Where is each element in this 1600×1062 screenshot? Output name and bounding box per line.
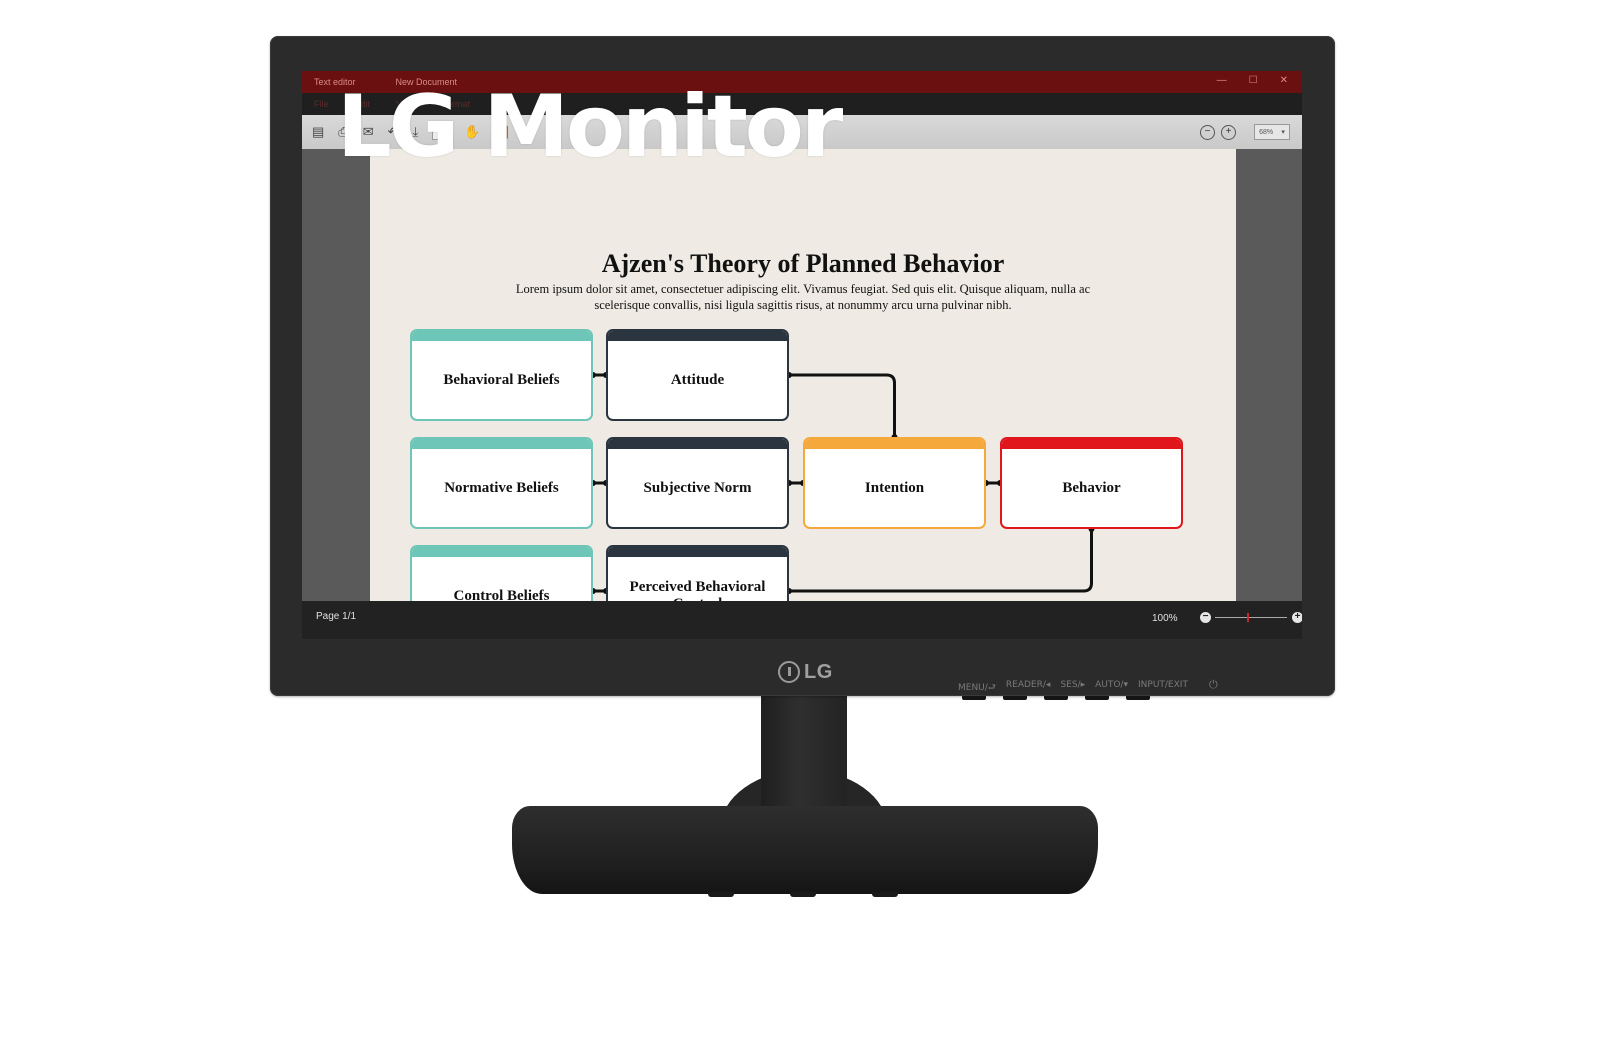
status-page: Page 1/1 (316, 611, 357, 622)
menu-file[interactable]: File (314, 99, 329, 109)
monitor-reader-label: READER/◂ (1005, 680, 1051, 690)
monitor-ses-button[interactable] (1044, 696, 1068, 700)
zoom-in-icon[interactable]: + (1221, 124, 1236, 140)
document-page: Ajzen's Theory of Planned Behavior Lorem… (370, 149, 1236, 637)
monitor-reader-button[interactable] (1003, 696, 1027, 700)
monitor-neck (761, 696, 847, 806)
zoom-slider-thumb[interactable] (1247, 613, 1250, 622)
menu-format[interactable]: Format (441, 99, 470, 109)
node-label: Attitude (670, 371, 725, 388)
node-label: Intention (864, 479, 925, 496)
lg-logo-text: LG (804, 660, 833, 683)
node-attitude: Attitude (606, 329, 789, 421)
mail-icon[interactable]: ✉ (362, 124, 374, 139)
node-subjective-norm: Subjective Norm (606, 437, 789, 529)
menu-edit[interactable]: Edit (354, 99, 371, 109)
monitor-menu-label: MENU/⮐ (958, 683, 996, 693)
document-title: Ajzen's Theory of Planned Behavior (601, 249, 1005, 278)
node-label: Behavior (1062, 479, 1121, 496)
power-icon: ⏻ (1209, 679, 1218, 691)
print-icon[interactable]: ⎙ (338, 124, 349, 139)
zoom-select[interactable]: 68% ▾ (1254, 124, 1290, 140)
zoom-out-button[interactable]: − (1200, 612, 1211, 623)
node-label: Normative Beliefs (444, 479, 559, 496)
app-name: Text editor (314, 77, 356, 87)
zoom-in-button[interactable]: + (1292, 612, 1302, 623)
edge-attitude-to-intention (789, 373, 896, 437)
page-number-field[interactable]: 1 (432, 124, 451, 140)
maximize-icon[interactable]: ☐ (1248, 75, 1258, 86)
node-behavior: Behavior (1000, 437, 1183, 529)
node-label: Subjective Norm (643, 479, 752, 496)
monitor-input-label: INPUT/EXIT (1138, 680, 1188, 690)
monitor-input-button[interactable] (1126, 696, 1150, 700)
lg-logo-icon (778, 661, 800, 683)
node-label: Control Beliefs (453, 587, 550, 604)
monitor-menu-button[interactable] (962, 696, 986, 700)
status-zoom: 100% (1152, 613, 1178, 624)
save-icon[interactable]: ▤ (312, 124, 325, 139)
zoom-slider[interactable] (1215, 617, 1287, 618)
lg-logo: LG (778, 659, 833, 685)
monitor-controls: MENU/⮐ READER/◂ SES/▸ AUTO/▾ INPUT/EXIT (958, 680, 1188, 696)
edge-perceived-behavioral-control-to-behavior (789, 529, 1093, 593)
document-name: New Document (395, 77, 458, 87)
monitor-base (512, 806, 1098, 894)
menu-bar: File Edit View Format Tools Help (302, 93, 1302, 115)
base-foot (790, 892, 816, 897)
clipboard-icon[interactable]: 📋 (494, 124, 511, 139)
node-intention: Intention (803, 437, 986, 529)
monitor-screen: Text editor New Document — ☐ ✕ File Edit… (302, 71, 1302, 639)
base-foot (708, 892, 734, 897)
menu-help[interactable]: Help (542, 99, 562, 109)
undo-icon[interactable]: ↶ (387, 124, 399, 139)
zoom-select-value: 68% (1259, 128, 1274, 136)
monitor-ses-label: SES/▸ (1060, 680, 1086, 690)
base-foot (872, 892, 898, 897)
zoom-out-icon[interactable]: − (1200, 124, 1215, 140)
node-normative-beliefs: Normative Beliefs (410, 437, 593, 529)
download-icon[interactable]: ⤓ (412, 124, 419, 139)
monitor-auto-label: AUTO/▾ (1095, 680, 1128, 690)
window-titlebar: Text editor New Document — ☐ ✕ (302, 71, 1302, 93)
chevron-down-icon: ▾ (1281, 129, 1285, 136)
hand-icon[interactable]: ✋ (464, 124, 481, 139)
node-label: Behavioral Beliefs (443, 371, 560, 388)
status-bar: Page 1/1 100% − + (302, 601, 1302, 639)
banner-title: LG Monitor (337, 77, 843, 177)
minimize-icon[interactable]: — (1216, 75, 1227, 86)
menu-tools[interactable]: Tools (495, 99, 517, 109)
monitor-auto-button[interactable] (1085, 696, 1109, 700)
node-behavioral-beliefs: Behavioral Beliefs (410, 329, 593, 421)
document-body: Lorem ipsum dolor sit amet, consectetuer… (515, 282, 1091, 312)
menu-view[interactable]: View (396, 99, 416, 109)
close-icon[interactable]: ✕ (1279, 75, 1288, 86)
toolbar: ▤ ⎙ ✉ ↶ ⤓ 1 ✋ 📋 − + 68% ▾ (302, 115, 1302, 149)
